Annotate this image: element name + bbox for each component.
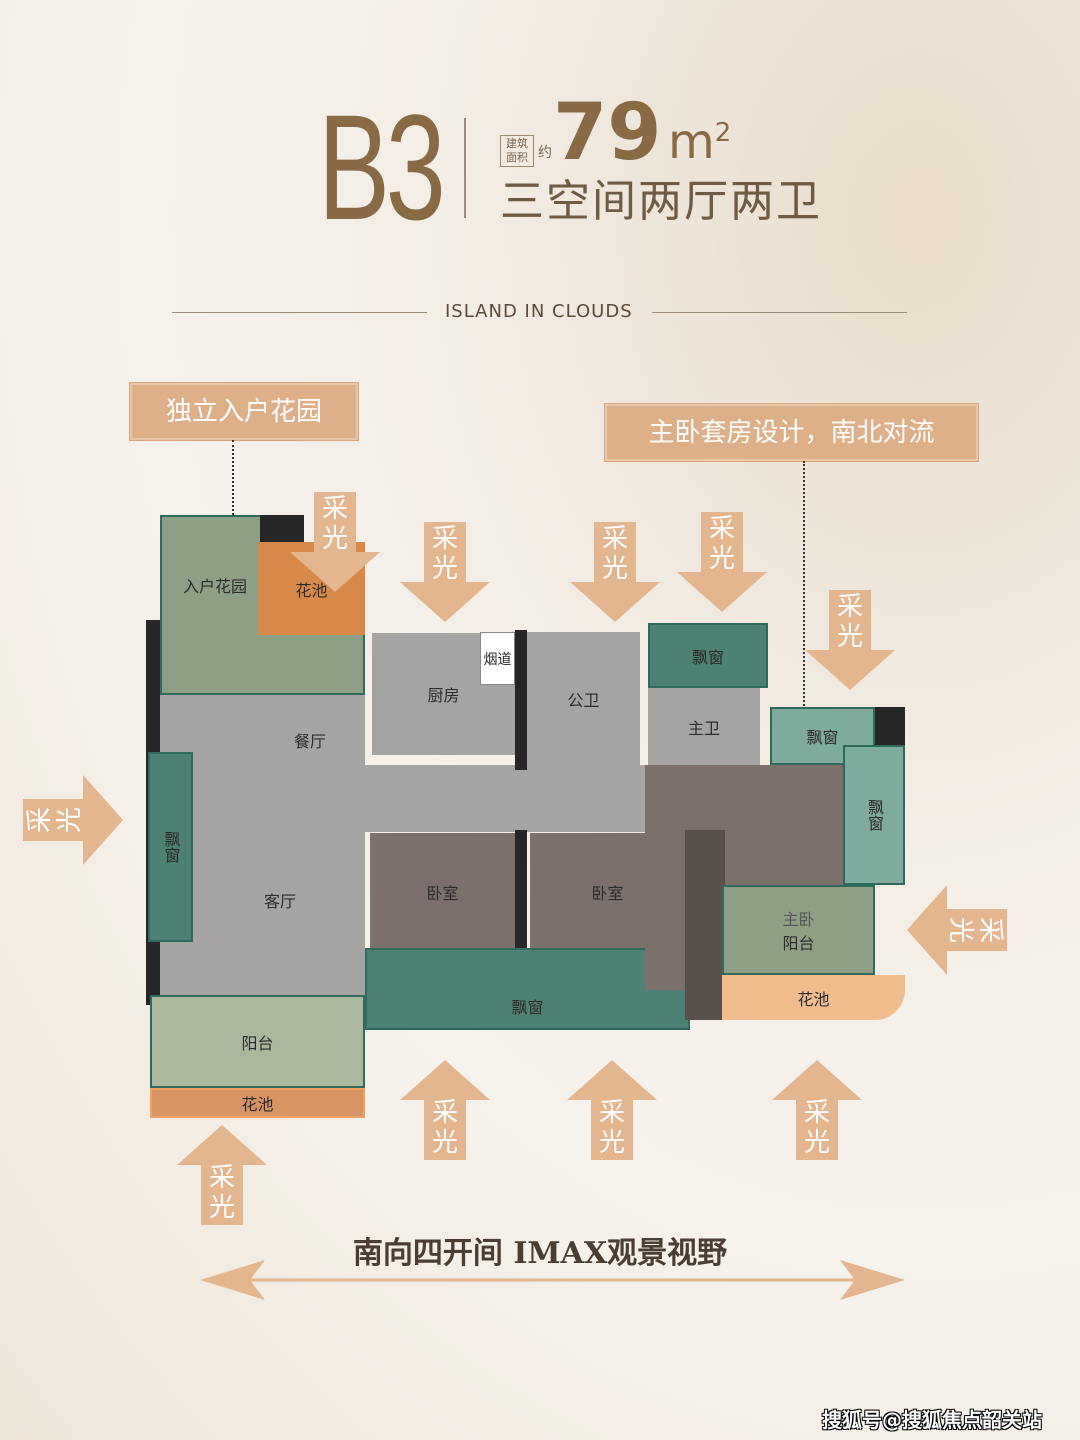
area-unit-text: m <box>668 114 715 170</box>
label: 卧室 <box>591 883 624 903</box>
light-arrow-up: 采光 <box>772 1060 862 1160</box>
label: 飘窗 <box>806 728 839 747</box>
light-label: 采光 <box>708 514 735 574</box>
light-label: 采光 <box>321 494 348 554</box>
label: 飘窗 <box>511 998 544 1017</box>
light-label: 采光 <box>25 807 85 834</box>
area-unit: m2 <box>668 118 731 166</box>
subtitle: ISLAND IN CLOUDS <box>445 301 633 322</box>
light-arrow-up: 采光 <box>177 1125 267 1225</box>
area-tag: 建筑面积 <box>500 135 534 167</box>
bay-window-right: 飘窗 <box>843 745 905 885</box>
label: 花池 <box>241 1095 274 1114</box>
light-arrow-right: 采光 <box>23 775 123 865</box>
label-dining: 餐厅 <box>293 732 326 751</box>
wall <box>685 830 725 1020</box>
light-label: 采光 <box>836 592 863 652</box>
room-entry-garden-lower <box>160 630 365 695</box>
light-arrow-down: 采光 <box>290 492 380 592</box>
light-arrow-up: 采光 <box>567 1060 657 1160</box>
room-master-balcony: 主卧阳台 <box>722 885 875 975</box>
light-arrow-down: 采光 <box>400 522 490 622</box>
wall <box>875 707 905 747</box>
label: 阳台 <box>241 1033 274 1053</box>
label-entry-garden: 入户花园 <box>182 577 247 596</box>
leader-line <box>803 461 805 781</box>
label: 主卫 <box>687 718 720 738</box>
bay-window-bottom: 飘窗 <box>365 948 690 1030</box>
double-arrow-icon <box>200 1260 905 1300</box>
room-kitchen: 厨房 <box>372 633 515 755</box>
label: 厨房 <box>427 686 460 705</box>
room-flue: 烟道 <box>480 632 515 685</box>
label: 卧室 <box>426 883 459 903</box>
flower-bed-right: 花池 <box>722 975 905 1020</box>
light-label: 采光 <box>431 524 458 584</box>
room-master-bath: 主卫 <box>648 688 760 765</box>
label: 飘窗 <box>865 799 884 831</box>
label-living: 客厅 <box>263 892 296 911</box>
unit-type: B3 <box>318 83 446 251</box>
label: 烟道 <box>483 651 512 668</box>
slogan: 南向四开间 IMAX观景视野 <box>352 1236 728 1271</box>
rule-right <box>652 312 907 313</box>
flower-bed-bottom: 花池 <box>150 1088 365 1118</box>
callout-garden: 独立入户花园 <box>129 382 359 441</box>
approx-label: 约 <box>538 145 552 161</box>
room-corridor <box>365 765 647 832</box>
light-label: 采光 <box>803 1098 830 1158</box>
room-balcony: 阳台 <box>150 995 365 1088</box>
light-arrow-down: 采光 <box>677 512 767 612</box>
room-public-bath: 公卫 <box>527 632 640 765</box>
light-label: 采光 <box>598 1098 625 1158</box>
light-label: 采光 <box>208 1163 235 1223</box>
light-label: 采光 <box>601 524 628 584</box>
rule-left <box>172 312 427 313</box>
bay-window: 飘窗 <box>648 623 768 688</box>
label: 飘窗 <box>161 831 181 863</box>
light-arrow-up: 采光 <box>400 1060 490 1160</box>
label: 阳台 <box>782 934 815 953</box>
light-arrow-left: 采光 <box>907 885 1007 975</box>
wall <box>258 515 304 545</box>
room-bedroom: 卧室 <box>370 833 515 950</box>
callout-master: 主卧套房设计，南北对流 <box>604 403 979 462</box>
watermark: 搜狐号@搜狐焦点韶关站 <box>822 1408 1042 1432</box>
divider <box>464 118 466 218</box>
label: 公卫 <box>567 690 600 710</box>
bay-window-left: 飘窗 <box>148 752 193 942</box>
wall <box>515 630 527 770</box>
light-label: 采光 <box>431 1098 458 1158</box>
room-living-dining <box>160 695 365 995</box>
light-label: 采光 <box>945 916 1005 943</box>
area-value: 79 <box>553 88 662 178</box>
label: 花池 <box>797 989 830 1009</box>
label: 主卧 <box>782 910 815 929</box>
area-unit-sup: 2 <box>714 118 732 148</box>
light-arrow-down: 采光 <box>805 590 895 690</box>
label: 飘窗 <box>691 647 724 667</box>
light-arrow-down: 采光 <box>570 522 660 622</box>
layout-title: 三空间两厅两卫 <box>500 176 822 227</box>
